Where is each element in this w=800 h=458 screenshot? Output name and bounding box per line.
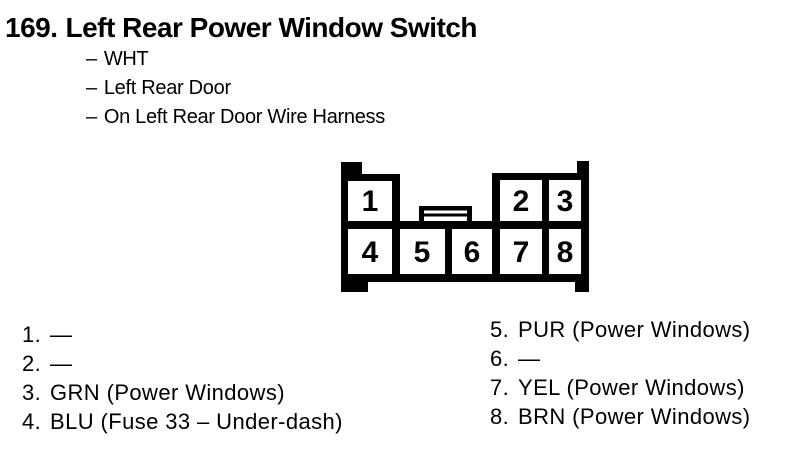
pin-row-number: 8. <box>490 404 510 429</box>
pin-cavity-3 <box>549 180 581 221</box>
pin-row-6: 6. — <box>490 344 751 373</box>
pin-cavity-7 <box>500 229 542 274</box>
attribute-text: Left Rear Door <box>103 77 231 99</box>
pin-row-desc: — <box>518 346 541 371</box>
pin-row-number: 6. <box>490 346 510 371</box>
pin-row-2: 2. — <box>22 349 343 378</box>
pin-number-6: 6 <box>464 236 481 269</box>
pin-cavity-1 <box>348 181 392 221</box>
pin-number-5: 5 <box>414 236 431 269</box>
attribute-line: – On Left Rear Door Wire Harness <box>86 103 385 132</box>
pin-cavity-5 <box>400 229 445 274</box>
pin-row-8: 8. BRN (Power Windows) <box>490 402 751 431</box>
pin-row-number: 4. <box>22 409 42 434</box>
attribute-line: – WHT <box>86 45 385 74</box>
pin-row-desc: PUR (Power Windows) <box>518 317 751 342</box>
pin-cavity-8 <box>549 229 581 274</box>
pin-cavity-2 <box>500 180 542 221</box>
pin-row-number: 7. <box>490 375 510 400</box>
pin-row-7: 7. YEL (Power Windows) <box>490 373 751 402</box>
pin-row-desc: YEL (Power Windows) <box>518 375 745 400</box>
pin-row-number: 5. <box>490 317 510 342</box>
pin-row-1: 1. — <box>22 320 343 349</box>
bullet-dash: – <box>86 48 97 70</box>
pin-row-desc: — <box>50 322 73 347</box>
connector-diagram: 1 2 3 4 5 6 7 8 <box>330 148 600 302</box>
pin-number-2: 2 <box>513 185 530 218</box>
pin-row-number: 2. <box>22 351 42 376</box>
pin-row-desc: BLU (Fuse 33 – Under-dash) <box>50 409 343 434</box>
item-title: Left Rear Power Window Switch <box>65 12 478 43</box>
connector-key-bar <box>424 213 467 217</box>
pin-list-right: 5. PUR (Power Windows) 6. — 7. YEL (Powe… <box>490 315 751 431</box>
pin-row-desc: — <box>50 351 73 376</box>
bullet-dash: – <box>86 77 97 99</box>
attribute-line: – Left Rear Door <box>86 74 385 103</box>
pin-list-left: 1. — 2. — 3. GRN (Power Windows) 4. BLU … <box>22 320 343 436</box>
page-title: 169. Left Rear Power Window Switch <box>5 12 478 44</box>
pin-row-number: 1. <box>22 322 42 347</box>
pin-number-4: 4 <box>362 236 379 269</box>
pin-row-4: 4. BLU (Fuse 33 – Under-dash) <box>22 407 343 436</box>
pin-number-3: 3 <box>557 185 574 218</box>
attribute-list: – WHT – Left Rear Door – On Left Rear Do… <box>86 45 385 132</box>
pin-row-desc: GRN (Power Windows) <box>50 380 285 405</box>
attribute-text: On Left Rear Door Wire Harness <box>103 106 385 128</box>
pin-cavity-4 <box>348 229 392 274</box>
pin-row-number: 3. <box>22 380 42 405</box>
pin-row-3: 3. GRN (Power Windows) <box>22 378 343 407</box>
pin-number-7: 7 <box>513 236 530 269</box>
pin-row-desc: BRN (Power Windows) <box>518 404 751 429</box>
pin-number-8: 8 <box>557 236 574 269</box>
pin-cavity-6 <box>452 229 492 274</box>
item-number: 169. <box>5 12 58 43</box>
pin-number-1: 1 <box>362 185 379 218</box>
pin-row-5: 5. PUR (Power Windows) <box>490 315 751 344</box>
bullet-dash: – <box>86 106 97 128</box>
attribute-text: WHT <box>103 48 149 70</box>
